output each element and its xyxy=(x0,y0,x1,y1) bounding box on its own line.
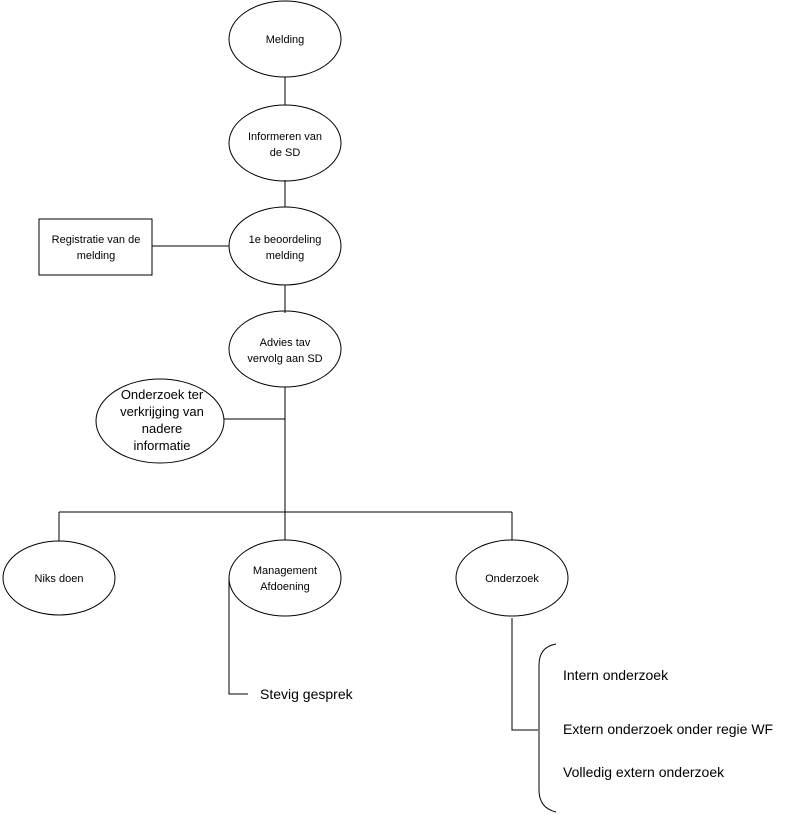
label-registratie-line1: Registratie van de xyxy=(52,234,141,246)
label-beoordeling-line2: melding xyxy=(266,250,305,262)
label-niks-doen: Niks doen xyxy=(35,573,84,585)
label-registratie-line2: melding xyxy=(77,250,116,262)
node-beoordeling xyxy=(228,206,342,286)
node-melding xyxy=(228,0,342,78)
node-niks-doen xyxy=(2,540,116,616)
label-advies-line2: vervolg aan SD xyxy=(247,353,322,365)
node-management xyxy=(228,539,342,617)
label-management-line2: Afdoening xyxy=(260,581,310,593)
label-onderzoek-info-line3: nadere xyxy=(142,421,182,436)
label-informeren-line1: Informeren van xyxy=(248,131,322,143)
label-onderzoek-info-line1: Onderzoek ter xyxy=(121,387,204,402)
node-registratie xyxy=(38,218,153,276)
label-stevig-gesprek: Stevig gesprek xyxy=(260,686,354,702)
node-informeren xyxy=(228,104,342,182)
label-intern-onderzoek: Intern onderzoek xyxy=(563,667,669,683)
label-management-line1: Management xyxy=(253,565,317,577)
node-advies xyxy=(228,310,342,388)
label-melding: Melding xyxy=(266,34,305,46)
label-onderzoek-info-line4: informatie xyxy=(133,438,190,453)
node-onderzoek-info xyxy=(95,378,225,464)
connector-stevig-gesprek xyxy=(228,578,248,695)
label-informeren-line2: de SD xyxy=(270,147,301,159)
label-advies-line1: Advies tav xyxy=(260,337,311,349)
node-onderzoek xyxy=(455,539,569,617)
label-extern-onderzoek-wf: Extern onderzoek onder regie WF xyxy=(563,721,773,737)
label-volledig-extern: Volledig extern onderzoek xyxy=(563,764,725,780)
label-onderzoek-info-line2: verkrijging van xyxy=(120,404,204,419)
connector-onderzoek-types xyxy=(511,618,538,731)
onderzoek-types-bracket xyxy=(538,643,557,813)
label-onderzoek: Onderzoek xyxy=(485,573,539,585)
label-beoordeling-line1: 1e beoordeling xyxy=(249,234,322,246)
